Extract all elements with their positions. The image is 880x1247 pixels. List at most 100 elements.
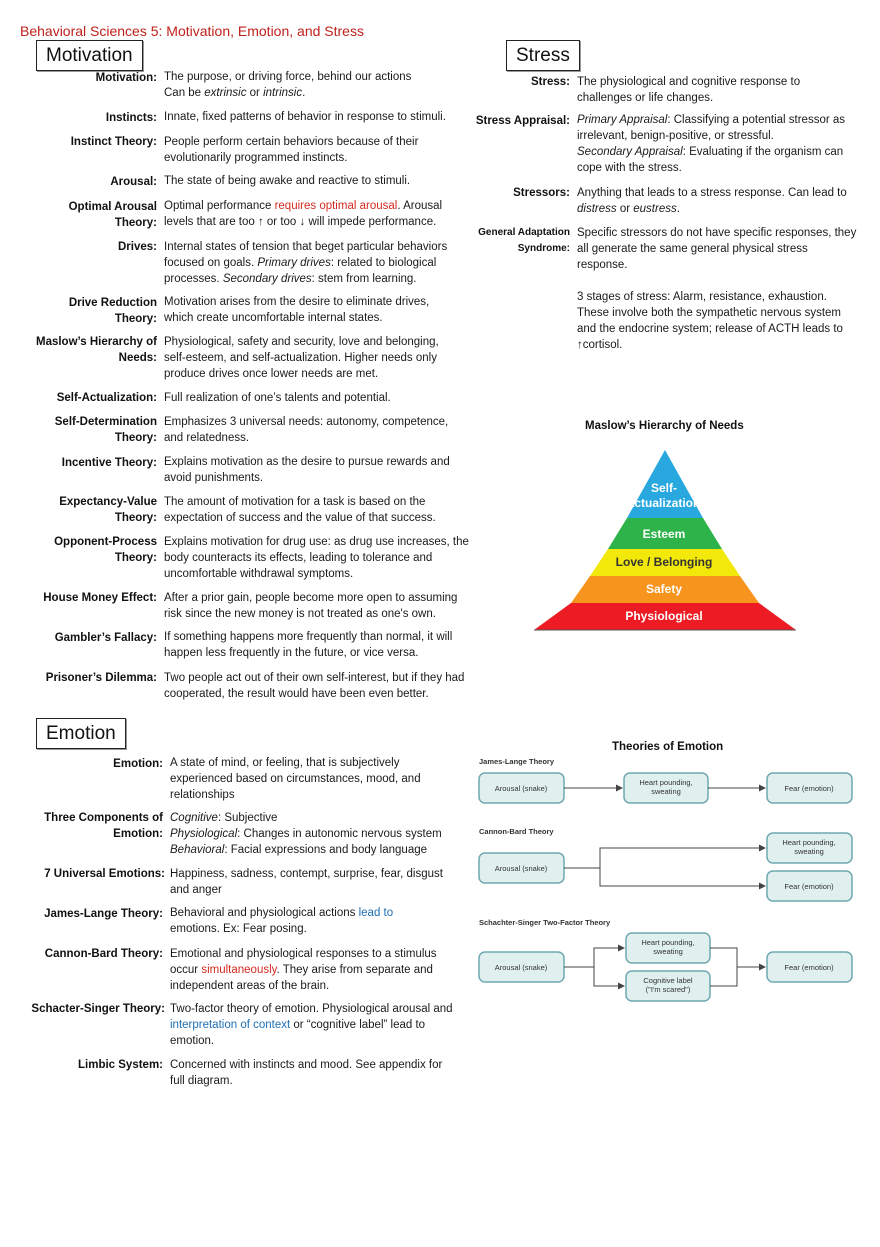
term-cannon-bard: Cannon-Bard Theory: [44,948,163,960]
pyramid-label-actualization: actualization [628,496,701,510]
cb-heart-box [766,832,853,864]
term-drives: Drives: [118,241,157,253]
pyramid-label-safety: Safety [646,582,682,596]
def-prisoners-dilemma: Two people act out of their own self-int… [164,672,465,700]
def-cannon-bard: Emotional and physiological responses to… [170,948,437,992]
ss-cognitive-text-1: Cognitive label [643,976,693,985]
stress-section-header: Stress [506,40,580,71]
cb-arousal-text: Arousal (snake) [495,864,548,873]
pyramid-label-esteem: Esteem [643,527,686,541]
jl-heart-text-1: Heart pounding, [639,778,692,787]
def-house-money: After a prior gain, people become more o… [164,592,458,620]
term-incentive: Incentive Theory: [61,457,157,469]
def-seven-emotions: Happiness, sadness, contempt, surprise, … [170,868,443,896]
def-schacter-singer: Two-factor theory of emotion. Physiologi… [170,1003,453,1047]
ss-arrow-1 [564,944,625,968]
cb-arrow-1 [564,844,766,869]
pyramid-level-safety [571,576,759,603]
jl-fear-box [766,772,853,804]
ss-fear-text: Fear (emotion) [784,963,834,972]
def-instincts: Innate, fixed patterns of behavior in re… [164,111,446,123]
motivation-section-header: Motivation [36,40,143,71]
cb-heart-text-2: sweating [794,847,824,856]
ss-arrow-4 [710,967,738,987]
cannon-bard-label: Cannon-Bard Theory [479,827,554,836]
def-general-adaptation: Specific stressors do not have specific … [577,227,857,351]
cb-arrow-2 [599,868,766,890]
ss-cognitive-text-2: ("I'm scared") [646,985,691,994]
def-stressors: Anything that leads to a stress response… [577,187,847,215]
pyramid-label-self: Self- [651,481,677,495]
james-lange-label: James-Lange Theory [479,757,555,766]
term-stress: Stress: [531,76,570,88]
term-instincts: Instincts: [105,112,157,124]
def-three-components: Cognitive: Subjective Physiological: Cha… [170,812,442,856]
def-self-determination: Emphasizes 3 universal needs: autonomy, … [164,416,449,444]
term-limbic-system: Limbic System: [78,1059,163,1071]
term-stressors: Stressors: [513,187,570,199]
term-schacter-singer: Schacter-Singer Theory: [31,1003,165,1015]
pyramid-level-love-belonging [590,549,740,576]
term-motivation: Motivation: [95,72,157,84]
emotion-section-header: Emotion [36,718,126,749]
term-self-actualization: Self-Actualization: [56,392,157,404]
schachter-singer-label: Schachter-Singer Two-Factor Theory [479,918,611,927]
ss-heart-text-1: Heart pounding, [641,938,694,947]
term-seven-emotions: 7 Universal Emotions: [44,868,165,880]
ss-fear-box [766,951,853,983]
pyramid-label-physiological: Physiological [625,609,702,623]
term-house-money: House Money Effect: [43,592,157,604]
def-james-lange: Behavioral and physiological actions lea… [170,907,394,935]
cb-fear-box [766,870,853,902]
cb-heart-text-1: Heart pounding, [782,838,835,847]
jl-heart-text-2: sweating [651,787,681,796]
pyramid-level-self-actualization [627,450,703,518]
jl-arousal-text: Arousal (snake) [495,784,548,793]
jl-fear-text: Fear (emotion) [784,784,834,793]
def-maslow: Physiological, safety and security, love… [164,336,439,380]
def-drive-reduction: Motivation arises from the desire to eli… [164,296,430,324]
def-optimal-arousal: Optimal performance requires optimal aro… [164,200,443,228]
def-drives: Internal states of tension that beget pa… [164,241,448,285]
term-arousal: Arousal: [110,176,157,188]
term-james-lange: James-Lange Theory: [44,908,163,920]
theories-of-emotion-diagram: James-Lange Theory Arousal (snake) Heart… [478,757,853,1002]
maslow-pyramid: Self- actualization Esteem Love / Belong… [534,450,796,631]
term-stress-appraisal: Stress Appraisal: [475,115,570,127]
maslow-figure-title: Maslow’s Hierarchy of Needs [585,420,744,432]
term-instinct-theory: Instinct Theory: [70,136,157,148]
def-emotion: A state of mind, or feeling, that is sub… [170,757,421,801]
def-instinct-theory: People perform certain behaviors because… [164,136,419,164]
ss-heart-text-2: sweating [653,947,683,956]
def-incentive: Explains motivation as the desire to pur… [164,456,450,484]
term-emotion: Emotion: [113,758,163,770]
def-opponent-process: Explains motivation for drug use: as dru… [164,536,469,580]
def-stress: The physiological and cognitive response… [577,76,801,104]
pyramid-level-physiological [534,603,796,630]
ss-arrow-3 [710,947,766,971]
page-title: Behavioral Sciences 5: Motivation, Emoti… [20,23,364,39]
pyramid-level-esteem [608,518,722,549]
def-expectancy-value: The amount of motivation for a task is b… [164,496,436,524]
ss-arrow-2 [593,967,625,990]
theories-figure-title: Theories of Emotion [612,741,724,753]
term-gamblers-fallacy: Gambler’s Fallacy: [54,632,157,644]
term-prisoners-dilemma: Prisoner’s Dilemma: [45,672,157,684]
def-limbic-system: Concerned with instincts and mood. See a… [170,1059,443,1087]
cb-fear-text: Fear (emotion) [784,882,834,891]
def-stress-appraisal: Primary Appraisal: Classifying a potenti… [577,114,846,174]
ss-arousal-text: Arousal (snake) [495,963,548,972]
pyramid-label-love: Love / Belonging [616,555,713,569]
def-motivation: The purpose, or driving force, behind ou… [164,71,412,99]
def-arousal: The state of being awake and reactive to… [164,175,411,187]
def-self-actualization: Full realization of one’s talents and po… [164,392,391,404]
def-gamblers-fallacy: If something happens more frequently tha… [164,631,453,659]
